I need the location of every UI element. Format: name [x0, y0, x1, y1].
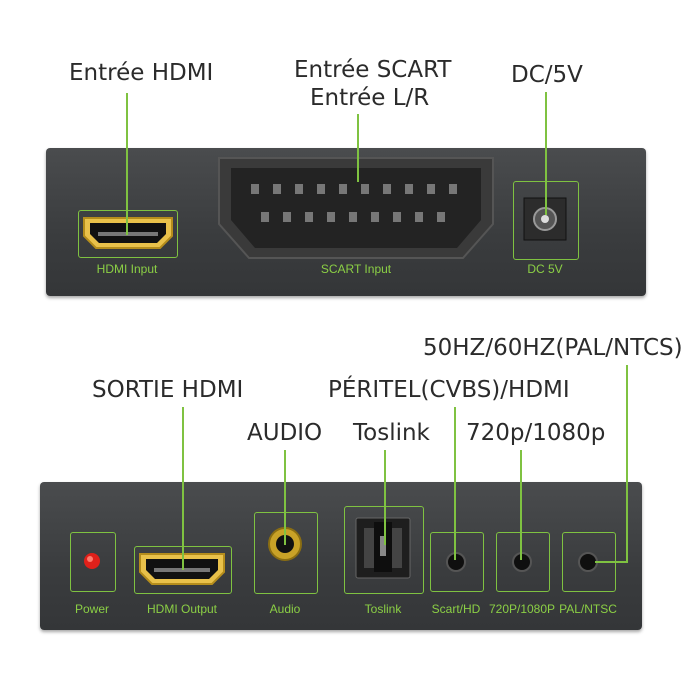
scart-input-label: SCART Input — [320, 262, 392, 276]
power-led-icon — [84, 553, 100, 569]
pal-ntsc-button-icon — [578, 552, 598, 572]
callout-lr-input: Entrée L/R — [310, 85, 430, 111]
callout-hz-switch: 50HZ/60HZ(PAL/NTCS) — [423, 335, 683, 361]
pal-ntsc-label: PAL/NTSC — [559, 602, 617, 616]
audio-label: Audio — [269, 602, 301, 616]
scart-hd-label: Scart/HD — [431, 602, 481, 616]
scart-hd-frame — [430, 532, 484, 592]
callout-resolution: 720p/1080p — [466, 420, 606, 446]
hdmi-output-port-icon — [139, 553, 225, 585]
hdmi-input-label: HDMI Input — [96, 262, 158, 276]
callout-toslink: Toslink — [353, 420, 430, 446]
callout-dc-5v: DC/5V — [511, 62, 583, 88]
callout-hdmi-output: SORTIE HDMI — [92, 377, 244, 403]
hdmi-output-label: HDMI Output — [146, 602, 218, 616]
callout-audio: AUDIO — [247, 420, 323, 446]
rear-panel-bottom: Power HDMI Output Audio Toslink Scart/HD… — [40, 482, 642, 630]
dc-5v-label: DC 5V — [527, 262, 563, 276]
hdmi-input-port-icon — [83, 217, 173, 249]
toslink-port-icon — [355, 517, 411, 579]
hdmi-input-frame — [78, 210, 178, 258]
dc-jack-icon — [523, 197, 567, 241]
scart-input-port-icon — [218, 157, 494, 259]
resolution-label: 720P/1080P — [488, 602, 556, 616]
toslink-label: Toslink — [364, 602, 402, 616]
scart-hd-button-icon — [446, 552, 466, 572]
audio-jack-icon — [268, 527, 302, 561]
power-frame — [70, 532, 116, 592]
resolution-frame — [496, 532, 550, 592]
rear-panel-top: HDMI Input SCART Input DC 5V — [46, 148, 646, 296]
callout-hdmi-input: Entrée HDMI — [69, 60, 214, 86]
power-label: Power — [74, 602, 109, 616]
audio-frame — [254, 512, 318, 594]
resolution-button-icon — [512, 552, 532, 572]
callout-scart-input: Entrée SCART — [294, 57, 452, 83]
callout-peritel: PÉRITEL(CVBS)/HDMI — [328, 377, 570, 403]
